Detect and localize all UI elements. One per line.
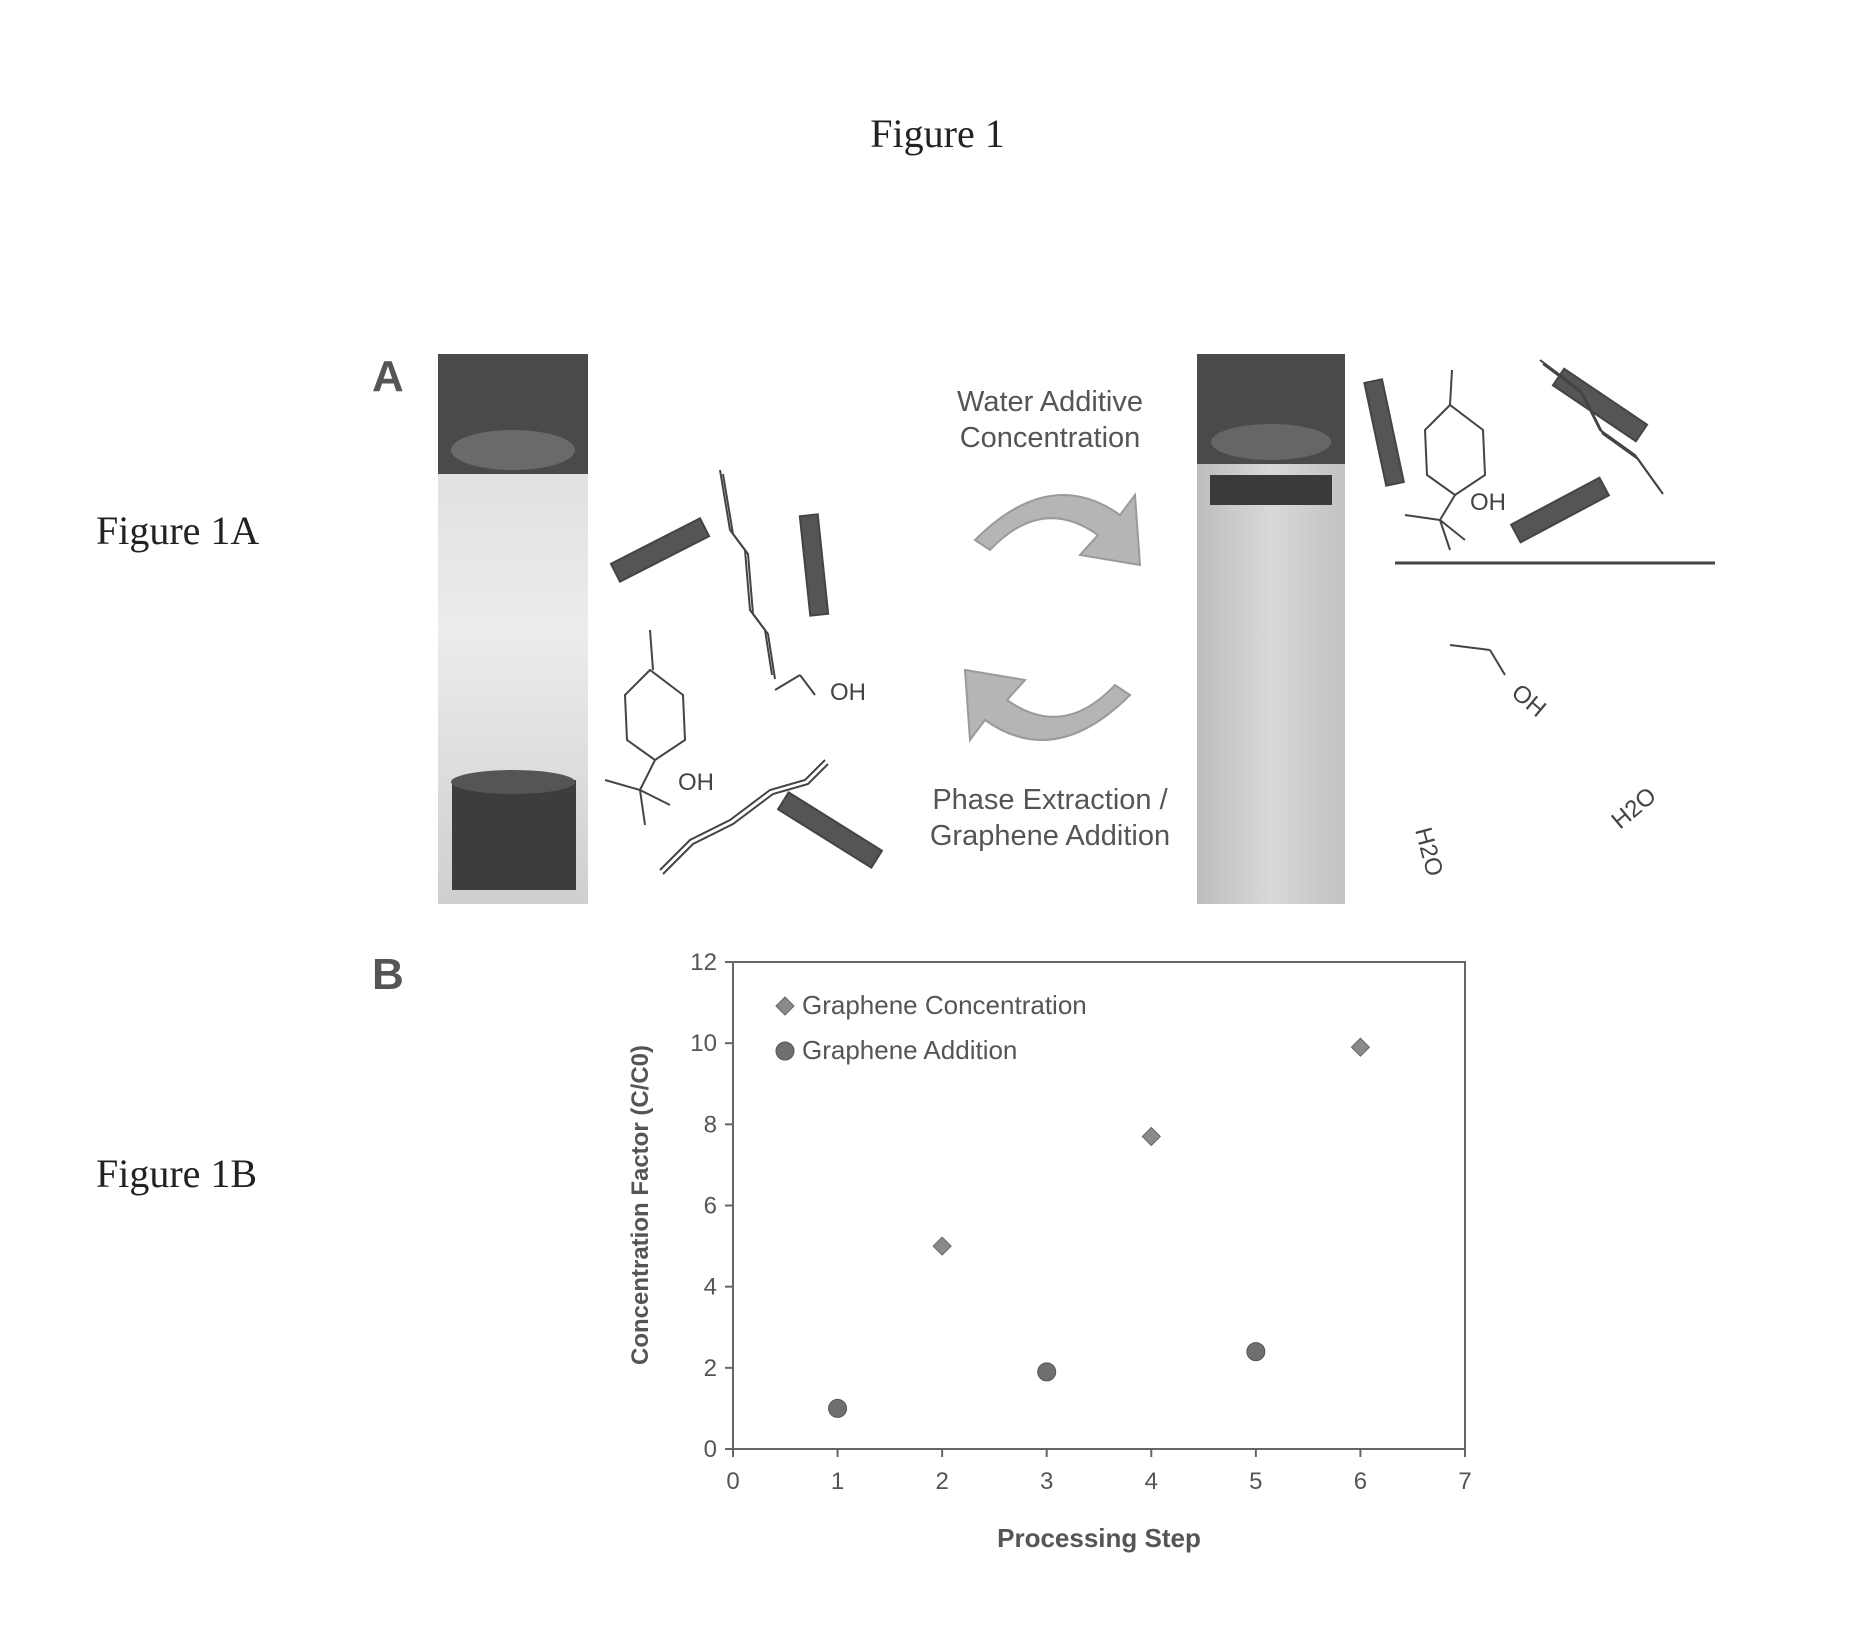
y-tick-label: 2 [704,1355,717,1382]
y-tick-label: 4 [704,1274,717,1301]
x-tick-label: 7 [1458,1468,1471,1495]
y-tick-label: 12 [690,949,717,976]
x-tick-label: 5 [1249,1468,1262,1495]
x-ticks: 0 1 2 3 4 5 6 7 [726,1449,1471,1495]
y-tick-label: 0 [704,1436,717,1463]
x-tick-label: 3 [1040,1468,1053,1495]
data-point-addition [1038,1363,1056,1381]
x-tick-label: 1 [831,1468,844,1495]
data-marks [829,1038,1370,1417]
data-point-concentration [1142,1128,1160,1146]
x-tick-label: 2 [935,1468,948,1495]
y-ticks: 0 2 4 6 8 10 12 [690,949,733,1463]
y-tick-label: 6 [704,1193,717,1220]
data-point-concentration [1351,1038,1369,1056]
y-tick-label: 8 [704,1111,717,1138]
x-axis-label: Processing Step [997,1523,1201,1553]
legend: Graphene ConcentrationGraphene Addition [776,990,1087,1065]
legend-marker-1 [776,1042,794,1060]
y-axis-label: Concentration Factor (C/C0) [627,1045,654,1365]
x-tick-label: 0 [726,1468,739,1495]
data-point-addition [1247,1343,1265,1361]
legend-marker-0 [776,997,794,1015]
data-point-addition [829,1399,847,1417]
y-tick-label: 10 [690,1030,717,1057]
x-tick-label: 6 [1354,1468,1367,1495]
data-point-concentration [933,1237,951,1255]
x-tick-label: 4 [1145,1468,1158,1495]
legend-entry-1: Graphene Addition [802,1035,1017,1065]
legend-entry-0: Graphene Concentration [802,990,1087,1020]
